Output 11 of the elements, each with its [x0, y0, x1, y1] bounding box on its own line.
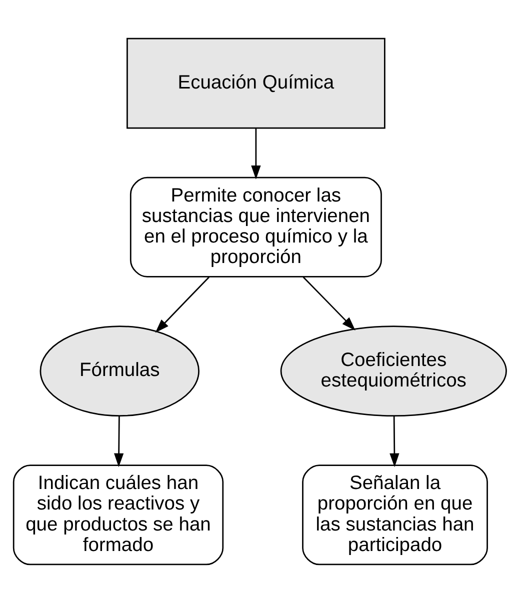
node-box: Permite conocer las sustancias que intervienen en el proceso químico y la proporción — [130, 176, 382, 278]
node-box: Ecuación Química — [126, 38, 386, 129]
node-ellipse: Fórmulas — [40, 326, 200, 416]
arrow — [114, 416, 124, 468]
node-box: Indican cuáles han sido los reactivos y que productos se han formado — [12, 464, 224, 566]
arrow — [390, 416, 400, 468]
arrow — [302, 276, 356, 330]
arrow — [251, 128, 261, 180]
node-ellipse: Coeficientes estequiométricos — [280, 326, 507, 416]
arrow — [155, 276, 210, 333]
node-box: Señalan la proporción en que las sustancias han participado — [302, 464, 488, 566]
